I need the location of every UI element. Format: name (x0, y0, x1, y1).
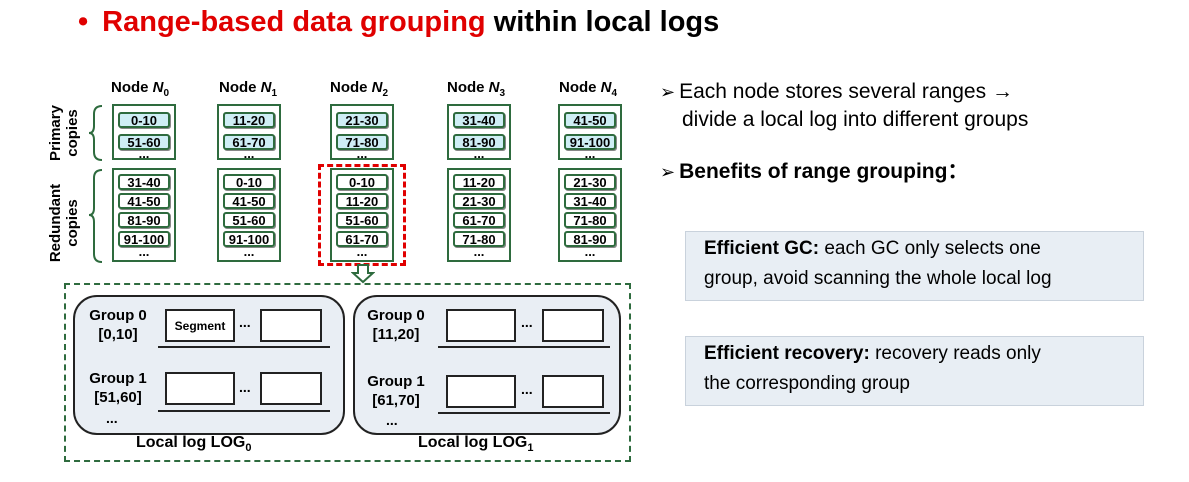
node-header-3: Node N3 (447, 79, 506, 99)
range-cell: 51-60 (118, 134, 170, 150)
redundant-brace (88, 169, 103, 263)
range-cell: 71-80 (453, 231, 505, 247)
ellipsis: ... (239, 379, 251, 395)
range-cell: 61-70 (336, 231, 388, 247)
slide-title: • Range-based data grouping within local … (78, 6, 719, 39)
bullet-ranges: ➢Each node stores several ranges → divid… (660, 80, 1029, 131)
node-2-primary: 21-30 71-80 ... (330, 104, 394, 160)
ellipsis: ... (239, 314, 251, 330)
ellipsis: ... (386, 412, 398, 428)
range-cell: 51-60 (223, 212, 275, 228)
down-arrow-icon (351, 264, 375, 284)
ellipsis: ... (356, 244, 368, 259)
local-log-1-caption: Local log LOG1 (418, 434, 534, 455)
range-cell: 81-90 (564, 231, 616, 247)
title-bullet: • (78, 6, 89, 38)
range-cell: 31-40 (453, 112, 505, 128)
range-cell: 11-20 (336, 193, 388, 209)
range-cell: 91-100 (118, 231, 170, 247)
range-cell: 41-50 (564, 112, 616, 128)
ellipsis: ... (106, 410, 118, 426)
range-cell: 41-50 (118, 193, 170, 209)
title-rest: within local logs (485, 6, 720, 38)
group-0-label: Group 0[0,10] (89, 307, 147, 343)
range-cell: 0-10 (118, 112, 170, 128)
group-divider (438, 346, 610, 348)
group-1-label: Group 1[51,60] (89, 370, 147, 406)
range-cell: 91-100 (564, 134, 616, 150)
group-1-label: Group 1[61,70] (367, 373, 425, 409)
range-cell: 31-40 (564, 193, 616, 209)
ellipsis: ... (243, 146, 255, 161)
node-header-0: Node N0 (111, 79, 170, 99)
segment-box (165, 372, 235, 405)
ellipsis: ... (584, 146, 596, 161)
segment-box (446, 375, 516, 408)
local-log-0-caption: Local log LOG0 (136, 434, 252, 455)
ellipsis: ... (473, 244, 485, 259)
node-header-2: Node N2 (330, 79, 389, 99)
node-4-redundant: 21-30 31-40 71-80 81-90 ... (558, 168, 622, 262)
node-3-primary: 31-40 81-90 ... (447, 104, 511, 160)
range-cell: 51-60 (336, 212, 388, 228)
segment-box (542, 309, 604, 342)
group-0-label: Group 0[11,20] (367, 307, 425, 343)
range-cell: 61-70 (453, 212, 505, 228)
segment-box (260, 372, 322, 405)
local-logs-container (64, 283, 631, 462)
group-divider (158, 410, 330, 412)
segment-box (446, 309, 516, 342)
segment-label: Segment (174, 319, 226, 333)
range-cell: 71-80 (564, 212, 616, 228)
arrow-bullet-icon: ➢ (660, 162, 676, 182)
ellipsis: ... (138, 146, 150, 161)
node-1-redundant: 0-10 41-50 51-60 91-100 ... (217, 168, 281, 262)
range-cell: 41-50 (223, 193, 275, 209)
segment-box: Segment (165, 309, 235, 342)
range-cell: 21-30 (453, 193, 505, 209)
ellipsis: ... (243, 244, 255, 259)
range-cell: 0-10 (336, 174, 388, 190)
ellipsis: ... (521, 381, 533, 397)
title-highlight: Range-based data grouping (102, 6, 486, 38)
range-cell: 71-80 (336, 134, 388, 150)
node-4-primary: 41-50 91-100 ... (558, 104, 622, 160)
bullet-benefits: ➢Benefits of range grouping： (660, 160, 969, 183)
range-cell: 31-40 (118, 174, 170, 190)
ellipsis: ... (473, 146, 485, 161)
ellipsis: ... (138, 244, 150, 259)
ellipsis: ... (521, 314, 533, 330)
node-header-1: Node N1 (219, 79, 278, 99)
range-cell: 11-20 (453, 174, 505, 190)
node-header-4: Node N4 (559, 79, 618, 99)
range-cell: 81-90 (453, 134, 505, 150)
group-divider (158, 346, 330, 348)
range-cell: 0-10 (223, 174, 275, 190)
node-0-redundant: 31-40 41-50 81-90 91-100 ... (112, 168, 176, 262)
range-cell: 91-100 (223, 231, 275, 247)
range-cell: 21-30 (564, 174, 616, 190)
primary-brace (88, 105, 103, 161)
segment-box (542, 375, 604, 408)
node-0-primary: 0-10 51-60 ... (112, 104, 176, 160)
ellipsis: ... (356, 146, 368, 161)
group-divider (438, 412, 610, 414)
range-cell: 81-90 (118, 212, 170, 228)
range-cell: 11-20 (223, 112, 275, 128)
ellipsis: ... (584, 244, 596, 259)
segment-box (260, 309, 322, 342)
range-cell: 21-30 (336, 112, 388, 128)
highlight-redundant-box (318, 164, 406, 266)
node-1-primary: 11-20 61-70 ... (217, 104, 281, 160)
arrow-bullet-icon: ➢ (660, 82, 676, 102)
node-3-redundant: 11-20 21-30 61-70 71-80 ... (447, 168, 511, 262)
range-cell: 61-70 (223, 134, 275, 150)
node-2-redundant: 0-10 11-20 51-60 61-70 ... (330, 168, 394, 262)
